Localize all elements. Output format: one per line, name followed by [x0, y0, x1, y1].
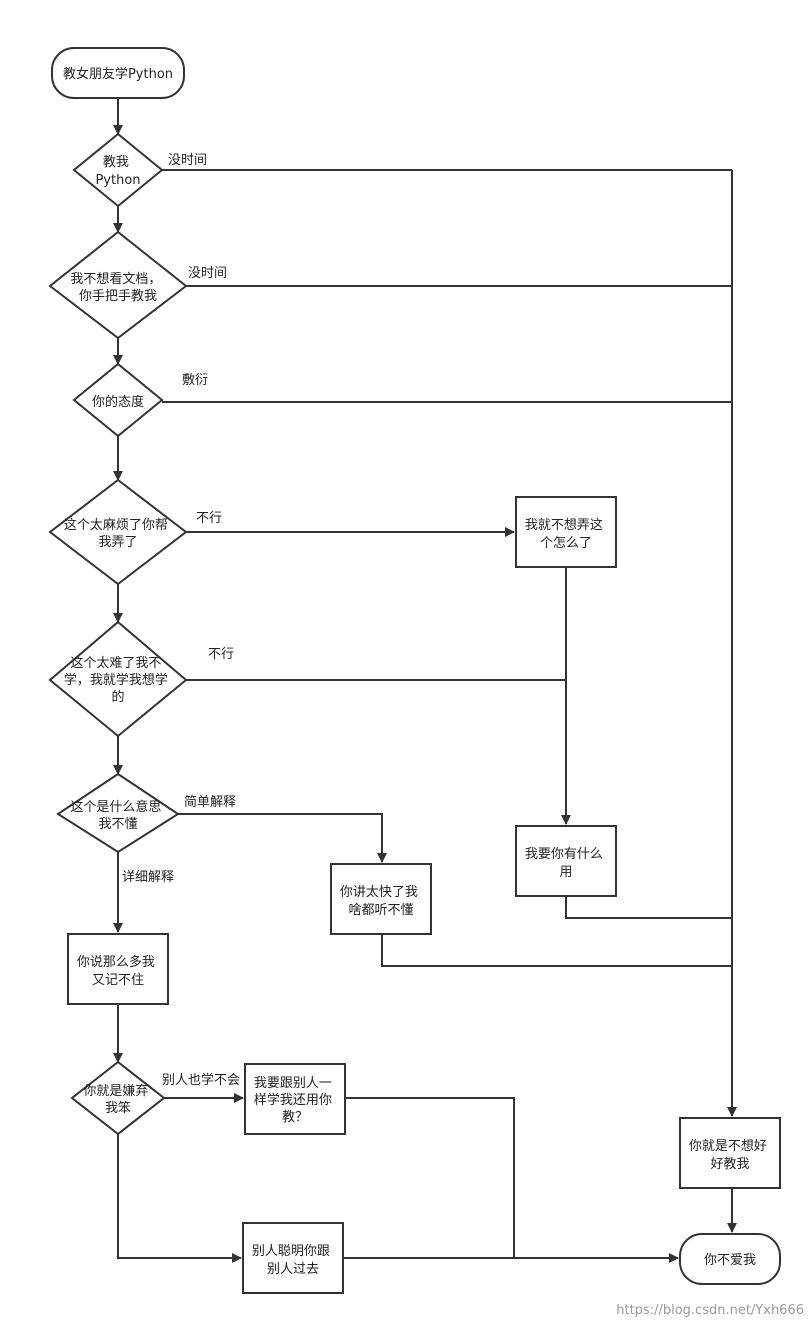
process-box-toomuch: [67, 933, 169, 1005]
edge-label-simple-explanation: 简单解释: [184, 794, 236, 810]
process-label-line: 我就不想弄这: [525, 517, 603, 533]
start-label: 教女朋友学Python: [63, 66, 173, 82]
decision-label-line: 学，我就学我想学: [64, 672, 168, 688]
process-box-justdontwant: [515, 496, 617, 568]
process-label-line: 好教我: [710, 1156, 749, 1172]
decision-label-line: 我弄了: [98, 535, 137, 550]
edge-label-no-time: 没时间: [188, 266, 227, 281]
process-label-line: 用: [559, 865, 572, 880]
decision-label-line: 我笨: [105, 1100, 131, 1116]
edge-label-others-cant-learn: 别人也学不会: [162, 1072, 240, 1088]
process-box-toofast: [330, 863, 432, 935]
connectors: [113, 98, 737, 1263]
decision-diamond-teach: [72, 132, 164, 208]
decision-label-troublesome: 这个太麻烦了你帮 我弄了: [64, 517, 172, 550]
end-terminator: [679, 1233, 781, 1285]
decision-diamond-stupid: [70, 1060, 166, 1136]
edge-meaning-toofast: [178, 813, 387, 863]
decision-label-line: 你就是嫌弃: [83, 1084, 148, 1099]
decision-label-line: 的: [111, 689, 124, 705]
process-box-whatuse: [515, 825, 617, 897]
edge-whatuse-trunk: [565, 896, 732, 919]
decision-label-line: 这个是什么意思: [70, 799, 161, 815]
process-label-line: 我要跟别人一: [254, 1076, 332, 1091]
edge-stupid-clever: [117, 1134, 242, 1263]
process-label-justdontwant: 我就不想弄这 个怎么了: [525, 517, 607, 551]
edge-labels: 没时间 没时间 敷衍 不行 不行 简单解释 详细解释 别人也学不会: [122, 153, 240, 1088]
process-label-dontwant: 你就是不想好 好教我: [689, 1138, 771, 1172]
decision-label-stupid: 你就是嫌弃 我笨: [83, 1084, 152, 1116]
process-label-toofast: 你讲太快了我 啥都听不懂: [340, 885, 422, 918]
decision-label-line: 你的态度: [92, 394, 144, 410]
process-label-line: 别人过去: [267, 1262, 319, 1277]
end-label-line: 你不爱我: [704, 1253, 756, 1268]
process-label-whatuse: 我要你有什么 用: [525, 847, 607, 880]
watermark: https://blog.csdn.net/Yxh666: [616, 1303, 804, 1318]
process-label-line: 样学我还用你: [254, 1092, 332, 1108]
process-label-line: 啥都听不懂: [348, 902, 413, 918]
edge-toofast-trunk: [381, 934, 732, 967]
decision-label-line: 这个太麻烦了你帮: [64, 517, 168, 533]
decision-label-attitude: 你的态度: [92, 394, 144, 410]
edge-label-perfunctory: 敷衍: [182, 373, 208, 388]
decision-diamond-nodocs: [48, 230, 188, 340]
start-terminator: [51, 47, 185, 99]
edge-label-no-time: 没时间: [168, 153, 207, 168]
decision-label-line: 教我: [103, 154, 129, 170]
process-label-line: 别人聪明你跟: [252, 1244, 330, 1259]
decision-label-toohard: 这个太难了我不 学，我就学我想学 的: [64, 655, 172, 705]
decision-label-teach: 教我 Python: [95, 154, 140, 188]
process-label-likeothers: 我要跟别人一 样学我还用你 教？: [254, 1076, 336, 1125]
process-box-likeothers: [244, 1063, 346, 1135]
process-label-clever: 别人聪明你跟 别人过去: [252, 1244, 334, 1277]
decision-label-line: 你手把手教我: [79, 288, 157, 304]
node-labels: 教女朋友学Python 教我 Python 我不想看文档， 你手把手教我 你的态…: [63, 66, 771, 1277]
decision-diamond-troublesome: [48, 478, 188, 586]
process-label-line: 教？: [282, 1109, 308, 1125]
start-label-line: 教女朋友学Python: [63, 66, 173, 82]
decision-label-nodocs: 我不想看文档， 你手把手教我: [70, 271, 165, 304]
edge-label-no: 不行: [196, 511, 222, 526]
edge-likeothers-end: [346, 1097, 515, 1258]
edge-label-detailed-explanation: 详细解释: [122, 870, 174, 885]
decision-label-line: 这个太难了我不: [70, 655, 161, 671]
decision-label-line: Python: [95, 173, 140, 188]
decision-label-line: 我不想看文档，: [70, 271, 161, 287]
process-box-dontwant: [679, 1117, 781, 1189]
process-label-line: 你讲太快了我: [340, 885, 418, 900]
decision-label-meaning: 这个是什么意思 我不懂: [70, 799, 165, 832]
process-label-toomuch: 你说那么多我 又记不住: [77, 954, 159, 988]
process-label-line: 你说那么多我: [77, 954, 155, 970]
end-label: 你不爱我: [704, 1253, 756, 1268]
decision-diamond-attitude: [72, 362, 164, 438]
process-box-clever: [242, 1222, 344, 1294]
decision-diamond-toohard: [48, 620, 188, 738]
process-label-line: 个怎么了: [540, 536, 592, 551]
process-label-line: 又记不住: [92, 973, 144, 988]
process-label-line: 你就是不想好: [689, 1138, 767, 1154]
edge-label-no: 不行: [208, 647, 234, 662]
node-shapes: [48, 47, 781, 1294]
decision-diamond-meaning: [56, 772, 180, 854]
process-label-line: 我要你有什么: [525, 847, 603, 862]
decision-label-line: 我不懂: [98, 817, 137, 832]
